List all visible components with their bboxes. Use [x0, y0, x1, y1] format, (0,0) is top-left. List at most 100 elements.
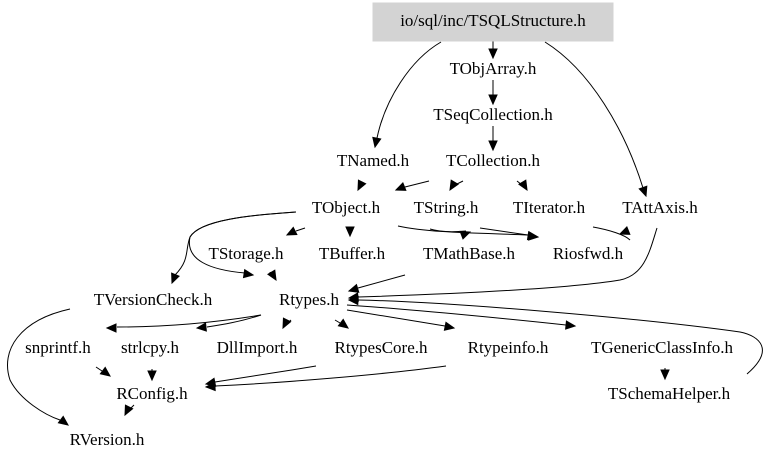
edge-line	[357, 299, 763, 375]
node-label: Rtypeinfo.h	[468, 338, 549, 357]
edge-line	[295, 227, 306, 232]
edge-line	[592, 226, 631, 241]
edge-TSchemaHelper-to-Rtypes	[347, 295, 763, 375]
node-strlcpy[interactable]: strlcpy.h	[121, 338, 179, 357]
node-snprintf[interactable]: snprintf.h	[25, 338, 91, 357]
edge-TObject-to-Rtypes	[188, 211, 297, 279]
arrowhead	[638, 185, 648, 198]
node-label: snprintf.h	[25, 338, 91, 357]
node-label: TObjArray.h	[450, 59, 537, 78]
node-label: TObject.h	[312, 198, 381, 217]
arrowhead	[357, 179, 367, 192]
edge-TMathBase-to-Rtypes	[347, 274, 406, 293]
edge-line	[357, 274, 406, 289]
arrowhead	[171, 272, 180, 285]
edge-TObject-to-TStorage	[285, 226, 306, 236]
arrowhead	[372, 136, 382, 149]
edge-line	[479, 227, 529, 236]
arrowhead	[337, 318, 349, 329]
nodes-layer: io/sql/inc/TSQLStructure.hTObjArray.hTSe…	[25, 2, 734, 449]
arrowhead	[267, 269, 277, 282]
edge-Rtypes-to-strlcpy	[195, 314, 262, 332]
arrowhead	[488, 140, 498, 152]
edge-TCollection-to-TObject	[394, 180, 430, 191]
arrowhead	[618, 226, 631, 235]
edge-TNamed-to-TObject	[357, 179, 367, 192]
edge-TCollection-to-TIterator	[516, 179, 528, 192]
edge-line	[404, 180, 430, 188]
edge-Rtypes-to-DllImport	[282, 317, 292, 330]
arrowhead	[147, 370, 157, 382]
node-label: RVersion.h	[70, 430, 145, 449]
node-RtypesCore[interactable]: RtypesCore.h	[334, 338, 428, 357]
edge-line	[334, 319, 341, 324]
node-TGenericClassInfo[interactable]: TGenericClassInfo.h	[591, 338, 734, 357]
node-TString[interactable]: TString.h	[414, 198, 479, 217]
node-TStorage[interactable]: TStorage.h	[208, 244, 284, 263]
node-TVersionCheck[interactable]: TVersionCheck.h	[94, 290, 213, 309]
node-TAttAxis[interactable]: TAttAxis.h	[622, 198, 698, 217]
edge-Rtypeinfo-to-RConfig	[204, 365, 447, 392]
node-label: TString.h	[414, 198, 479, 217]
node-TNamed[interactable]: TNamed.h	[337, 151, 410, 170]
node-label: TNamed.h	[337, 151, 410, 170]
node-RConfig[interactable]: RConfig.h	[116, 384, 188, 403]
arrowhead	[282, 317, 292, 330]
edge-TVersionCheck-to-RVersion	[7, 308, 71, 426]
node-root[interactable]: io/sql/inc/TSQLStructure.h	[372, 2, 614, 42]
node-label: TSeqCollection.h	[433, 105, 553, 124]
arrowhead	[99, 366, 111, 377]
node-DllImport[interactable]: DllImport.h	[217, 338, 298, 357]
edges-layer	[7, 38, 763, 426]
edge-line	[397, 225, 529, 236]
node-RVersion[interactable]: RVersion.h	[70, 430, 145, 449]
edge-root-to-TNamed	[372, 41, 442, 149]
edge-line	[214, 365, 447, 387]
arrowhead	[347, 283, 360, 293]
node-TBuffer[interactable]: TBuffer.h	[319, 244, 386, 263]
arrowhead	[518, 179, 528, 192]
arrowhead	[242, 268, 255, 279]
edge-TIterator-to-Riosfwd	[592, 226, 631, 241]
node-TSeqCollection[interactable]: TSeqCollection.h	[433, 105, 553, 124]
edge-line	[206, 314, 262, 328]
arrowhead	[449, 179, 459, 192]
node-label: TVersionCheck.h	[94, 290, 213, 309]
edge-TAttAxis-to-Rtypes	[347, 227, 658, 302]
node-label: TIterator.h	[513, 198, 586, 217]
node-Riosfwd[interactable]: Riosfwd.h	[553, 244, 624, 263]
edge-TGenericClassInfo-to-TSchemaHelper	[660, 368, 670, 381]
node-label: TGenericClassInfo.h	[591, 338, 734, 357]
arrowhead	[57, 415, 69, 426]
arrowhead	[285, 226, 298, 236]
node-TMathBase[interactable]: TMathBase.h	[423, 244, 516, 263]
node-label: io/sql/inc/TSQLStructure.h	[400, 11, 586, 30]
node-TIterator[interactable]: TIterator.h	[513, 198, 586, 217]
node-TCollection[interactable]: TCollection.h	[446, 151, 540, 170]
arrowhead	[204, 381, 216, 392]
node-TObjArray[interactable]: TObjArray.h	[450, 59, 537, 78]
arrowhead	[526, 230, 539, 241]
node-Rtypes[interactable]: Rtypes.h	[279, 290, 339, 309]
node-label: strlcpy.h	[121, 338, 179, 357]
arrowhead	[443, 321, 456, 331]
edge-TSeqCollection-to-TCollection	[488, 126, 498, 152]
node-TObject[interactable]: TObject.h	[312, 198, 381, 217]
edge-line	[214, 365, 317, 383]
arrowhead	[488, 94, 498, 106]
node-Rtypeinfo[interactable]: Rtypeinfo.h	[468, 338, 549, 357]
arrowhead	[195, 322, 207, 332]
edge-line	[346, 304, 567, 326]
edge-TStorage-to-Rtypes	[267, 269, 277, 282]
edge-line	[357, 227, 658, 298]
node-label: TAttAxis.h	[622, 198, 698, 217]
edge-line	[544, 41, 644, 189]
edge-line	[346, 309, 446, 327]
edge-TString-to-Riosfwd	[479, 227, 539, 241]
edge-line	[7, 308, 71, 421]
edge-line	[116, 314, 262, 328]
arrowhead	[347, 295, 359, 306]
node-label: DllImport.h	[217, 338, 298, 357]
node-TSchemaHelper[interactable]: TSchemaHelper.h	[608, 384, 731, 403]
